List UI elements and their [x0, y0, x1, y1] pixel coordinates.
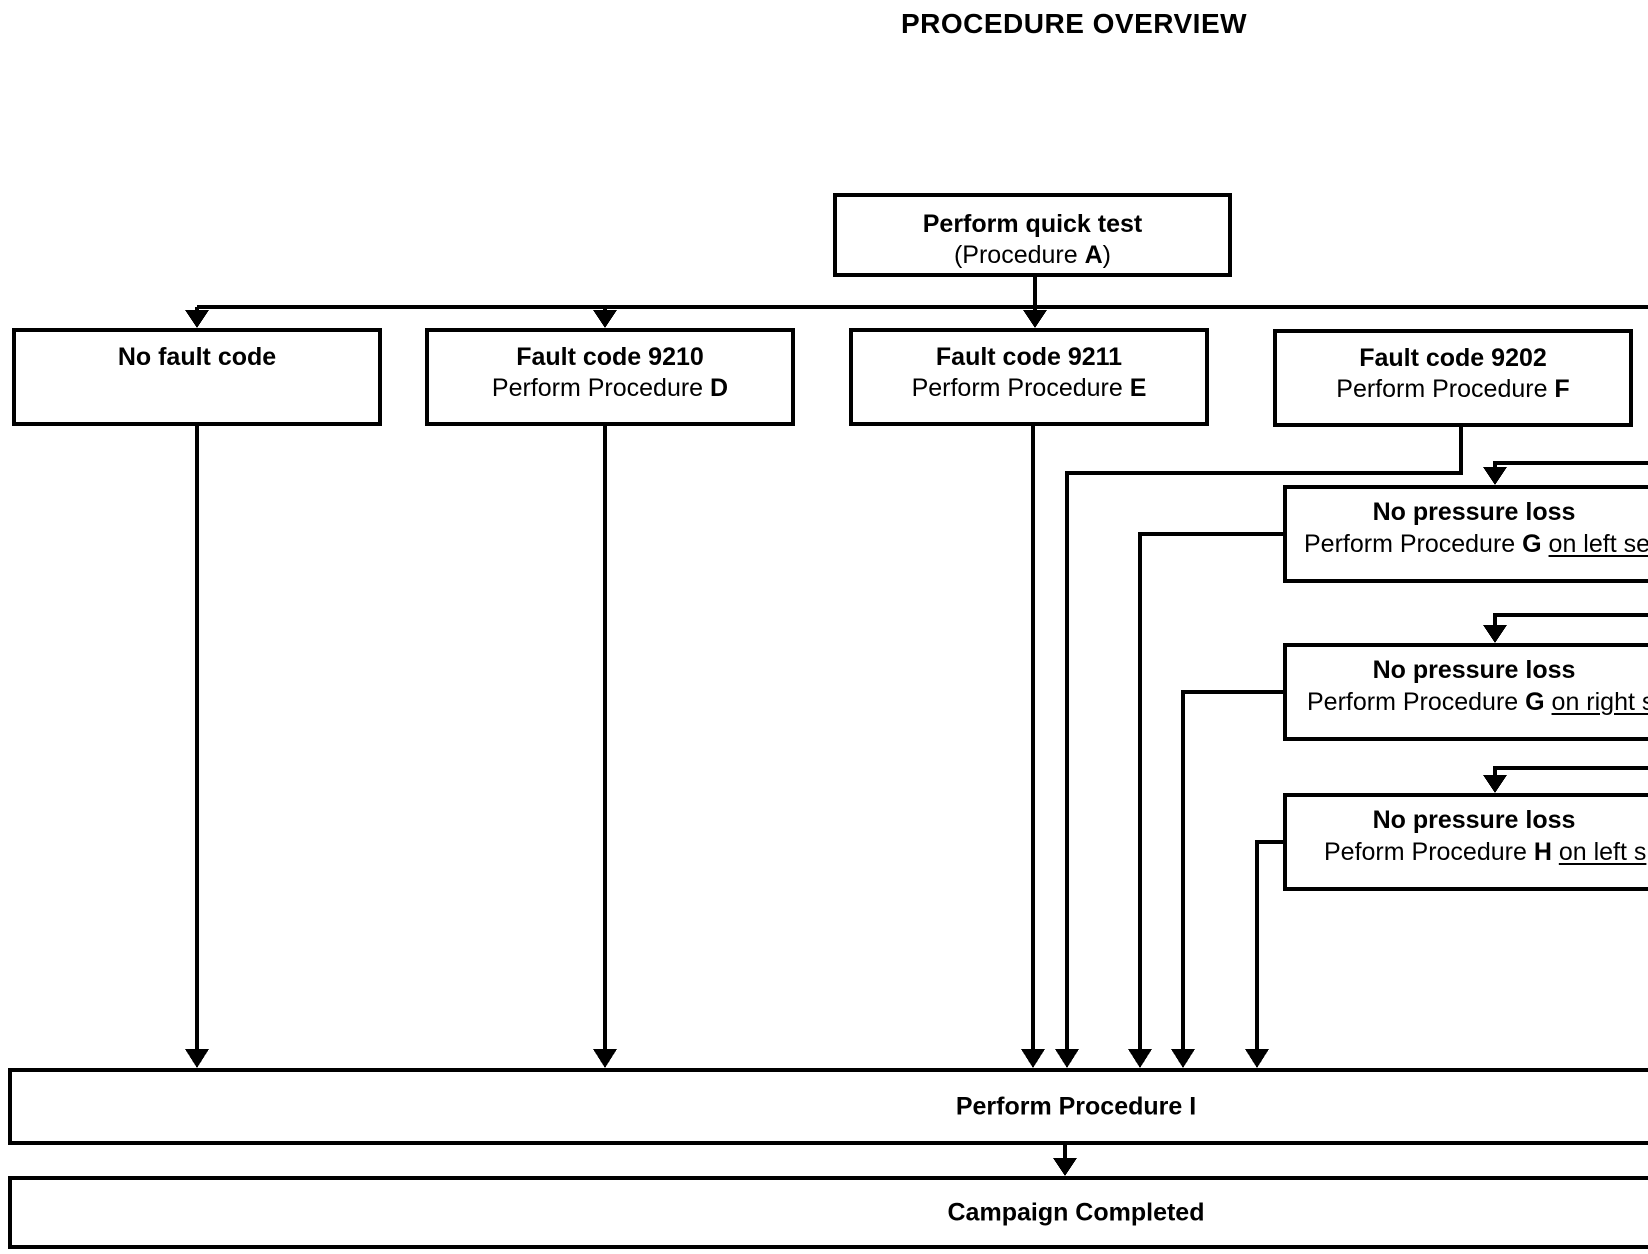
node-perform-procedure-i: Perform Procedure I — [8, 1068, 1648, 1145]
node-label: Campaign Completed — [947, 1198, 1205, 1226]
node-label: Perform Procedure G on left se — [1304, 530, 1648, 558]
node-label: No pressure loss — [1372, 656, 1576, 684]
node-label: Perform Procedure F — [1336, 375, 1570, 403]
node-fault-code-9202: Fault code 9202 Perform Procedure F — [1273, 329, 1633, 427]
connector-9202-to-procedure-i — [1055, 427, 1463, 1068]
node-label: Perform Procedure I — [955, 1092, 1197, 1120]
node-label: No fault code — [117, 343, 277, 371]
node-no-pressure-loss-g-right: No pressure loss Perform Procedure G on … — [1283, 643, 1648, 741]
connector-feed-g-right — [1483, 613, 1648, 643]
node-no-pressure-loss-h-left: No pressure loss Peform Procedure H on l… — [1283, 793, 1648, 891]
connector-procedure-i-to-campaign — [1053, 1145, 1077, 1176]
connector-9211-to-procedure-i — [1021, 426, 1045, 1068]
node-fault-code-9210: Fault code 9210 Perform Procedure D — [425, 328, 795, 426]
node-label: Fault code 9210 — [516, 343, 704, 371]
node-label: No pressure loss — [1372, 806, 1576, 834]
node-label: Fault code 9202 — [1359, 344, 1547, 372]
connector-no-fault-to-procedure-i — [185, 426, 209, 1068]
connector-feed-h-left — [1483, 766, 1648, 793]
node-label: Perform quick test — [922, 210, 1143, 238]
node-label: Perform Procedure G on right s — [1307, 688, 1648, 716]
node-fault-code-9211: Fault code 9211 Perform Procedure E — [849, 328, 1209, 426]
node-no-fault-code: No fault code — [12, 328, 382, 426]
connector-9210-to-procedure-i — [593, 426, 617, 1068]
node-label: Fault code 9211 — [935, 343, 1123, 371]
node-no-pressure-loss-g-left: No pressure loss Perform Procedure G on … — [1283, 485, 1648, 583]
node-label: No pressure loss — [1372, 498, 1576, 526]
node-campaign-completed: Campaign Completed — [8, 1176, 1648, 1249]
connector-feed-g-left — [1483, 461, 1648, 485]
connector-quicktest-to-9211 — [1023, 277, 1047, 328]
node-label: Perform Procedure E — [911, 374, 1147, 402]
node-label: Perform Procedure D — [491, 374, 729, 402]
connector-g-right-to-procedure-i — [1171, 690, 1283, 1068]
node-perform-quick-test: Perform quick test (Procedure A) — [833, 193, 1232, 277]
connector-branch-to-no-fault — [185, 307, 209, 328]
connector-h-left-to-procedure-i — [1245, 840, 1283, 1068]
connector-branch-to-9210 — [593, 307, 617, 328]
node-label: Peform Procedure H on left s — [1324, 838, 1647, 866]
node-label: (Procedure A) — [953, 241, 1111, 269]
connector-g-left-to-procedure-i — [1128, 532, 1283, 1068]
page-title: PROCEDURE OVERVIEW — [900, 8, 1248, 39]
